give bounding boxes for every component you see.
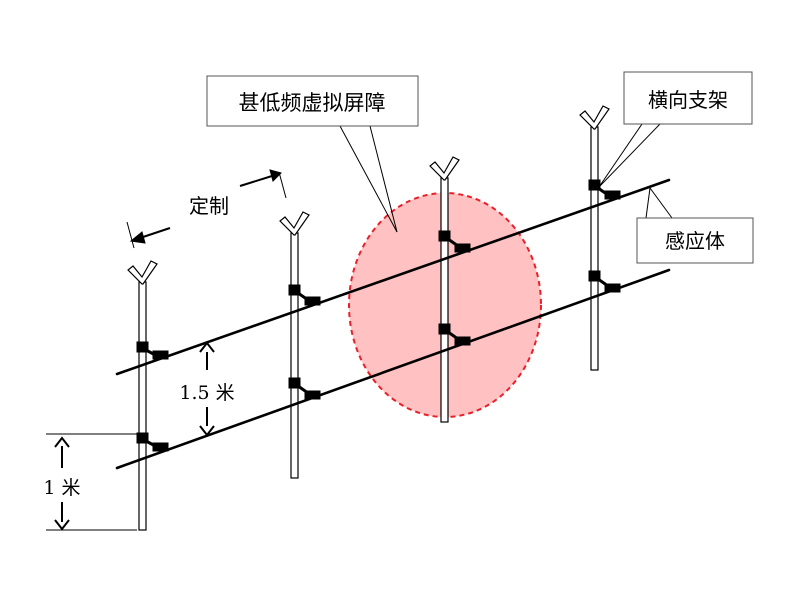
callout-sensor: 感应体 <box>636 187 754 264</box>
dimension-custom-tick-left <box>126 221 135 249</box>
crossarm-post-2-lower <box>288 377 321 400</box>
callout-vlf-box <box>206 75 419 127</box>
dimension-custom-arrow-left <box>139 227 171 239</box>
post-2 <box>290 232 299 479</box>
post-cap-2 <box>279 211 310 236</box>
post-caps <box>127 105 610 285</box>
callout-crossarm-leader-1 <box>598 123 643 188</box>
dimension-custom: 定制 <box>126 169 287 249</box>
crossarm-post-4-lower <box>588 270 621 293</box>
arrow-up-icon <box>54 436 70 448</box>
dimension-custom-label: 定制 <box>189 194 229 218</box>
arrow-down-icon <box>54 519 70 531</box>
callout-sensor-label: 感应体 <box>665 229 725 253</box>
arrowhead-left-icon <box>129 231 146 244</box>
dimension-custom-arrow-right <box>239 175 273 187</box>
dimension-height: 1 米 <box>43 433 137 531</box>
post-1 <box>138 281 147 531</box>
dimension-height-label: 1 米 <box>43 477 80 499</box>
dimension-spacing: 1.5 米 <box>179 341 235 437</box>
crossarm-post-3-upper <box>438 230 471 253</box>
arrow-up-icon <box>199 341 215 353</box>
callout-sensor-leader-2 <box>649 187 673 219</box>
sensor-cables <box>115 178 671 470</box>
dimension-spacing-label: 1.5 米 <box>179 382 234 404</box>
crossarm-post-2-upper <box>288 284 321 306</box>
fence-posts <box>138 126 599 531</box>
callout-vlf-leader-1 <box>339 125 398 233</box>
callout-sensor-box <box>636 217 754 264</box>
callout-crossarm-box <box>623 71 753 125</box>
crossarm-post-1-upper <box>136 341 169 360</box>
callout-vlf-leader-2 <box>369 125 398 233</box>
crossarm-post-4-upper <box>588 179 621 200</box>
arrow-down-icon <box>199 425 215 437</box>
callout-crossarm-leader-2 <box>598 123 661 188</box>
callout-sensor-leader-1 <box>645 187 651 219</box>
post-cap-1 <box>127 260 158 285</box>
sensor-cable-lower <box>115 268 671 470</box>
dimension-custom-tick-right <box>278 171 287 199</box>
callout-crossarm: 横向支架 <box>598 71 753 188</box>
arrowhead-right-icon <box>269 169 282 182</box>
post-cap-3 <box>429 156 460 181</box>
crossarm-post-3-lower <box>438 323 471 346</box>
crossarm-post-1-lower <box>136 432 169 452</box>
callout-vlf-screen: 甚低频虚拟屏障 <box>206 75 419 233</box>
callout-crossarm-label: 横向支架 <box>648 88 728 112</box>
sensor-cable-upper <box>115 178 671 376</box>
post-cap-4 <box>579 105 610 130</box>
post-3 <box>440 177 449 423</box>
post-4 <box>590 126 599 371</box>
callout-vlf-label: 甚低频虚拟屏障 <box>239 91 386 115</box>
crossarms <box>136 179 621 452</box>
